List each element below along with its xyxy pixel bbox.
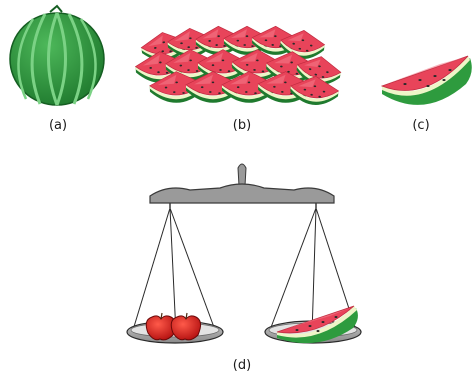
watermelon-single-slice [382,56,472,105]
caption-a: (a) [49,118,67,133]
watermelon-slices-pile [135,26,343,108]
caption-d: (d) [233,358,251,373]
caption-b: (b) [233,118,251,133]
caption-c: (c) [412,118,429,133]
left-pan-strings [133,208,215,334]
beam-balance [127,164,361,343]
whole-watermelon [10,6,104,105]
